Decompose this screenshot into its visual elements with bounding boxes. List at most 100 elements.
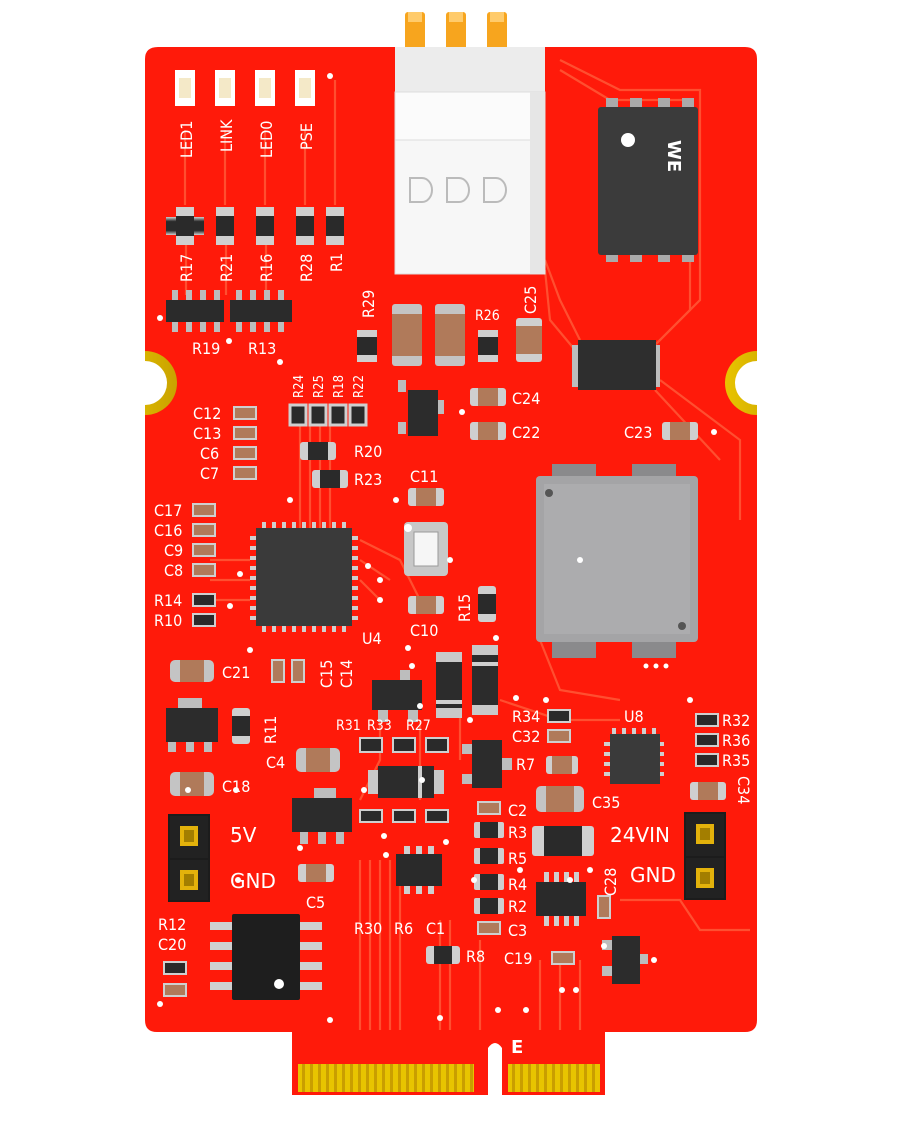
resistor-r11 <box>232 708 250 744</box>
transistor-q1 <box>398 380 444 436</box>
label-r16: R16 <box>257 254 276 282</box>
label-link: LINK <box>217 119 236 152</box>
label-r28: R28 <box>297 254 316 282</box>
resistor-stack-r3-c3 <box>474 822 504 935</box>
led-row <box>175 70 333 106</box>
connector-pins-top <box>405 12 507 50</box>
label-c15: C15 <box>317 660 336 688</box>
label-r25: R25 <box>312 375 327 398</box>
we-logo-text: WE <box>663 140 684 172</box>
resistors-vertical <box>176 207 344 245</box>
label-c9: C9 <box>164 541 183 560</box>
label-led1: LED1 <box>177 121 196 158</box>
label-r8: R8 <box>466 947 485 966</box>
label-c8: C8 <box>164 561 183 580</box>
label-c23: C23 <box>624 423 652 442</box>
label-u8: U8 <box>624 707 644 726</box>
label-r33: R33 <box>367 718 392 734</box>
label-r24: R24 <box>292 375 307 398</box>
label-c20: C20 <box>158 935 186 954</box>
label-r36: R36 <box>722 731 750 750</box>
label-r5: R5 <box>508 849 527 868</box>
label-c1: C1 <box>426 919 445 938</box>
diode-horizontal <box>368 766 444 798</box>
parts-r12-c20 <box>163 961 187 997</box>
resistors-r34-c32 <box>547 709 571 743</box>
label-c17: C17 <box>154 501 182 520</box>
vias <box>157 497 693 1023</box>
label-r34: R34 <box>512 707 540 726</box>
terminal-block-connector <box>394 47 546 275</box>
diodes-pair <box>436 645 498 718</box>
cap-near-c32 <box>546 756 578 774</box>
transistor-q3 <box>462 740 512 788</box>
cap-c18 <box>170 772 214 796</box>
label-c7: C7 <box>200 464 219 483</box>
label-c28: C28 <box>601 868 620 896</box>
caps-c24-c22 <box>470 388 698 440</box>
label-gnd-right: GND <box>630 863 676 887</box>
regulator-sot223-mid <box>292 788 352 844</box>
label-r1: R1 <box>327 253 346 272</box>
main-ic-qfn <box>250 522 358 632</box>
label-r27: R27 <box>406 718 431 734</box>
label-c19: C19 <box>504 949 532 968</box>
label-r11: R11 <box>261 716 280 744</box>
label-u4: U4 <box>362 629 382 648</box>
label-r35: R35 <box>722 751 750 770</box>
ic-u8 <box>604 728 664 784</box>
label-c25: C25 <box>521 286 540 314</box>
label-r7: R7 <box>516 755 535 774</box>
label-c4: C4 <box>266 753 285 772</box>
label-c10: C10 <box>410 621 438 640</box>
label-r26: R26 <box>475 308 500 324</box>
label-r23: R23 <box>354 470 382 489</box>
label-c16: C16 <box>154 521 182 540</box>
label-c2: C2 <box>508 801 527 820</box>
label-r2: R2 <box>508 897 527 916</box>
label-c13: C13 <box>193 424 221 443</box>
mounting-hole-left <box>100 340 177 430</box>
label-r4: R4 <box>508 875 527 894</box>
header-5v <box>168 814 210 902</box>
cap-c2 <box>477 801 501 815</box>
resistors-center-row <box>359 809 449 823</box>
label-led0: LED0 <box>257 121 276 158</box>
cap-c5 <box>298 864 334 882</box>
diode-bridge <box>572 340 660 390</box>
power-inductor <box>536 464 698 658</box>
caps-c12-c7 <box>233 406 257 480</box>
transistor-q2 <box>372 670 422 722</box>
label-r10: R10 <box>154 611 182 630</box>
label-c22: C22 <box>512 423 540 442</box>
label-pse: PSE <box>297 123 316 150</box>
label-c35: C35 <box>592 793 620 812</box>
ic-soic8-center <box>396 846 442 894</box>
label-r31: R31 <box>336 718 361 734</box>
caps-c17-r10 <box>192 503 216 627</box>
header-24vin <box>684 812 726 900</box>
edge-connector-right <box>508 1064 600 1092</box>
label-c14: C14 <box>337 660 356 688</box>
cap-c19 <box>551 951 575 965</box>
label-24vin: 24VIN <box>610 823 670 847</box>
label-r3: R3 <box>508 823 527 842</box>
label-r13: R13 <box>248 339 276 358</box>
label-c34: C34 <box>734 776 753 804</box>
resistor-array-r13 <box>230 290 292 332</box>
resistors-r20-r23 <box>300 442 348 488</box>
resistors-r32-r35 <box>690 713 726 800</box>
cap-c28 <box>597 895 611 919</box>
label-5v: 5V <box>230 823 257 847</box>
label-c3: C3 <box>508 921 527 940</box>
label-r21: R21 <box>217 254 236 282</box>
pcb-outline <box>145 47 757 1095</box>
label-r15: R15 <box>455 594 474 622</box>
resistor-r8 <box>426 946 460 964</box>
transistor-q4 <box>602 936 648 984</box>
resistor-array-r19 <box>166 290 224 332</box>
led-link <box>215 70 235 106</box>
label-c12: C12 <box>193 404 221 423</box>
label-c24: C24 <box>512 389 540 408</box>
